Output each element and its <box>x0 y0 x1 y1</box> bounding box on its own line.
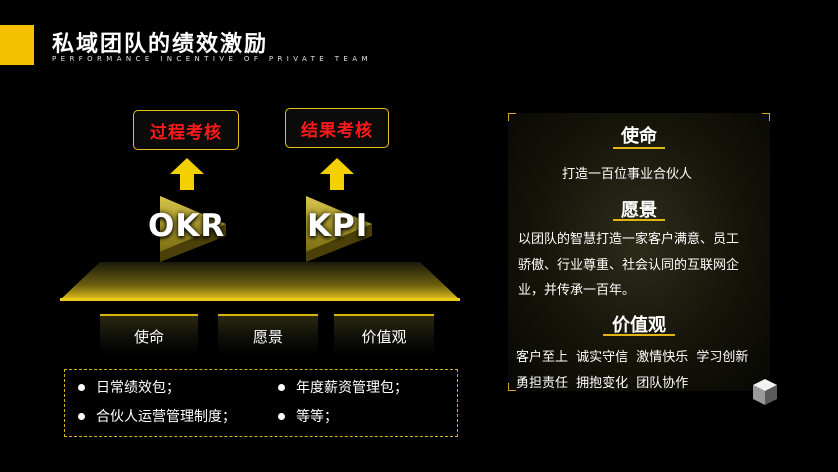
list-item-text: 等等； <box>296 409 338 425</box>
vision-underline <box>613 219 665 221</box>
page-subtitle: PERFORMANCE INCENTIVE OF PRIVATE TEAM <box>52 55 372 63</box>
panel-corner <box>508 383 516 391</box>
mission-title: 使命 <box>621 126 657 147</box>
stage-platform <box>60 262 460 301</box>
process-assessment-box: 过程考核 <box>133 110 239 150</box>
up-arrow-icon <box>320 158 354 190</box>
pillar-values: 价值观 <box>334 314 434 356</box>
okr-pedestal <box>160 196 226 262</box>
list-item-text: 年度薪资管理包； <box>296 380 408 396</box>
bullet-dot-icon <box>78 412 85 420</box>
header-accent-block <box>0 25 34 65</box>
list-item: 日常绩效包； <box>78 377 180 397</box>
bullet-dot-icon <box>278 383 285 391</box>
result-assessment-box: 结果考核 <box>285 108 389 148</box>
vision-text-line: 骄傲、行业尊重、社会认同的互联网企 <box>518 258 740 273</box>
kpi-label: KPI <box>307 208 369 244</box>
bullet-dot-icon <box>278 412 285 420</box>
values-title: 价值观 <box>612 315 666 336</box>
panel-corner <box>762 113 770 121</box>
vision-text-line: 以团队的智慧打造一家客户满意、员工 <box>518 232 740 247</box>
values-text-line: 客户至上 诚实守信 激情快乐 学习创新 <box>516 350 749 365</box>
culture-panel <box>508 113 770 391</box>
page-title: 私域团队的绩效激励 <box>52 32 269 57</box>
list-item: 年度薪资管理包； <box>278 377 408 397</box>
bullet-dot-icon <box>78 383 85 391</box>
tools-box <box>64 369 458 437</box>
values-text-line: 勇担责任 拥抱变化 团队协作 <box>516 376 689 391</box>
list-item: 等等； <box>278 406 338 426</box>
vision-text-line: 业，并传承一百年。 <box>518 283 636 298</box>
vision-title: 愿景 <box>621 200 657 221</box>
cube-icon <box>753 379 777 405</box>
values-underline <box>603 334 675 336</box>
okr-label: OKR <box>148 208 226 244</box>
list-item: 合伙人运营管理制度； <box>78 406 236 426</box>
panel-corner <box>508 113 516 121</box>
mission-text: 打造一百位事业合伙人 <box>562 167 693 182</box>
list-item-text: 日常绩效包； <box>96 380 180 396</box>
mission-underline <box>613 147 665 149</box>
list-item-text: 合伙人运营管理制度； <box>96 409 236 425</box>
up-arrow-icon <box>170 158 204 190</box>
kpi-pedestal <box>306 196 372 262</box>
pillar-mission: 使命 <box>100 314 198 356</box>
pillar-vision: 愿景 <box>218 314 318 356</box>
